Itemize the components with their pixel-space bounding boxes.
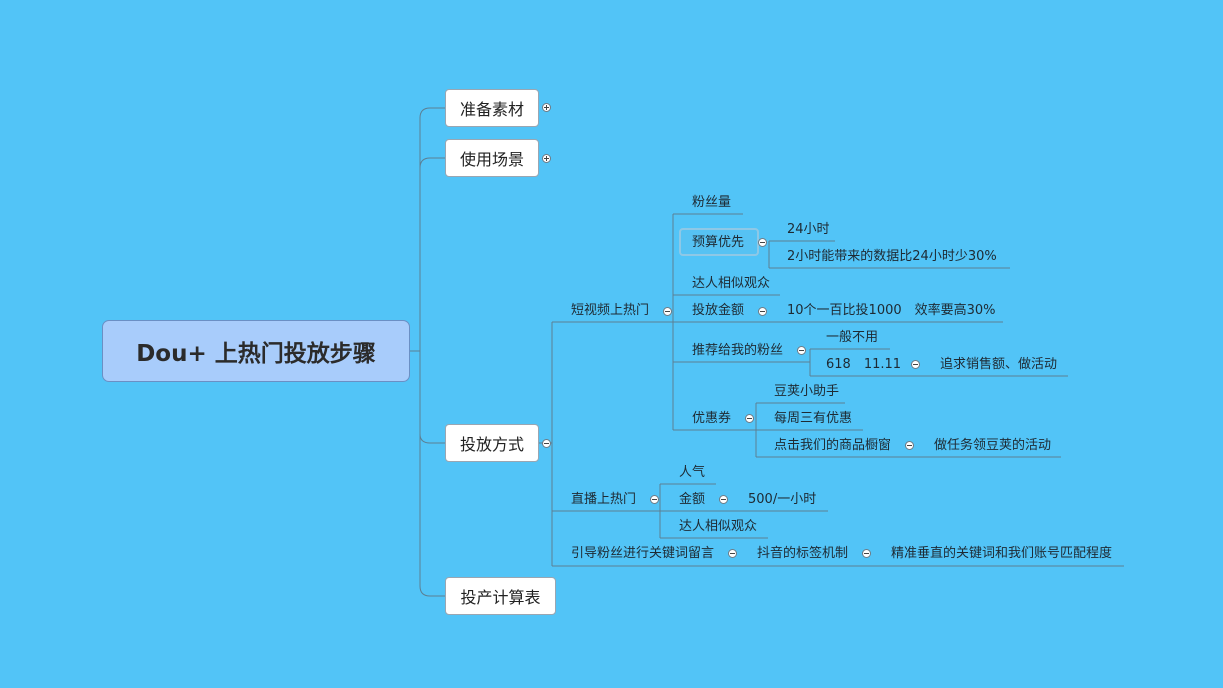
live-similar-topic[interactable]: 达人相似观众	[679, 519, 758, 534]
budget-selection-highlight	[679, 228, 759, 256]
collapse-live-icon[interactable]	[650, 495, 659, 504]
coupon-wed-topic[interactable]: 每周三有优惠	[774, 411, 853, 426]
collapse-guide-tag-icon[interactable]	[862, 549, 871, 558]
connector-prepare	[419, 107, 445, 119]
guide-topic[interactable]: 引导粉丝进行关键词留言	[571, 546, 715, 561]
coupon-helper-topic[interactable]: 豆荚小助手	[774, 384, 840, 399]
collapse-recommend-icon[interactable]	[797, 346, 806, 355]
coupon-click-topic[interactable]: 点击我们的商品橱窗	[774, 438, 892, 453]
collapse-guide-icon[interactable]	[728, 549, 737, 558]
sv-fans-topic[interactable]: 粉丝量	[692, 195, 732, 210]
expand-prepare-icon[interactable]	[542, 103, 551, 112]
budget-24h-topic[interactable]: 24小时	[787, 222, 830, 237]
collapse-budget-icon[interactable]	[758, 238, 767, 247]
sv-budget-topic[interactable]: 预算优先	[692, 235, 745, 250]
short-video-topic[interactable]: 短视频上热门	[571, 303, 650, 318]
sv-amount-topic[interactable]: 投放金额	[692, 303, 745, 318]
connector-scene	[419, 157, 445, 169]
sv-similar-topic[interactable]: 达人相似观众	[692, 276, 771, 291]
budget-2h-topic[interactable]: 2小时能带来的数据比24小时少30%	[787, 249, 997, 264]
collapse-method-icon[interactable]	[542, 439, 551, 448]
collapse-coupon-click-icon[interactable]	[905, 441, 914, 450]
rec-618-topic[interactable]: 618 11.11	[826, 357, 902, 372]
connector-method	[419, 433, 445, 444]
guide-keyword-topic[interactable]: 精准垂直的关键词和我们账号匹配程度	[891, 546, 1113, 561]
root-node[interactable]: Dou+ 上热门投放步骤	[102, 320, 410, 382]
branch-prepare-node[interactable]: 准备素材	[445, 89, 539, 127]
rec-sales-topic[interactable]: 追求销售额、做活动	[940, 357, 1058, 372]
collapse-618-icon[interactable]	[911, 360, 920, 369]
rec-general-topic[interactable]: 一般不用	[826, 330, 879, 345]
coupon-task-topic[interactable]: 做任务领豆荚的活动	[934, 438, 1052, 453]
branch-method-node[interactable]: 投放方式	[445, 424, 539, 462]
collapse-live-amount-icon[interactable]	[719, 495, 728, 504]
connector-calc	[419, 585, 445, 597]
collapse-short-video-icon[interactable]	[663, 307, 672, 316]
live-amount-detail-topic[interactable]: 500/一小时	[748, 492, 817, 507]
guide-tag-topic[interactable]: 抖音的标签机制	[757, 546, 849, 561]
live-amount-topic[interactable]: 金额	[679, 492, 706, 507]
branch-calc-node[interactable]: 投产计算表	[445, 577, 556, 615]
branch-scene-node[interactable]: 使用场景	[445, 139, 539, 177]
amount-detail-topic[interactable]: 10个一百比投1000 效率要高30%	[787, 303, 996, 318]
live-popularity-topic[interactable]: 人气	[679, 465, 706, 480]
collapse-amount-icon[interactable]	[758, 307, 767, 316]
collapse-coupon-icon[interactable]	[745, 414, 754, 423]
sv-recommend-topic[interactable]: 推荐给我的粉丝	[692, 343, 784, 358]
expand-scene-icon[interactable]	[542, 154, 551, 163]
sv-coupon-topic[interactable]: 优惠券	[692, 411, 732, 426]
live-topic[interactable]: 直播上热门	[571, 492, 637, 507]
